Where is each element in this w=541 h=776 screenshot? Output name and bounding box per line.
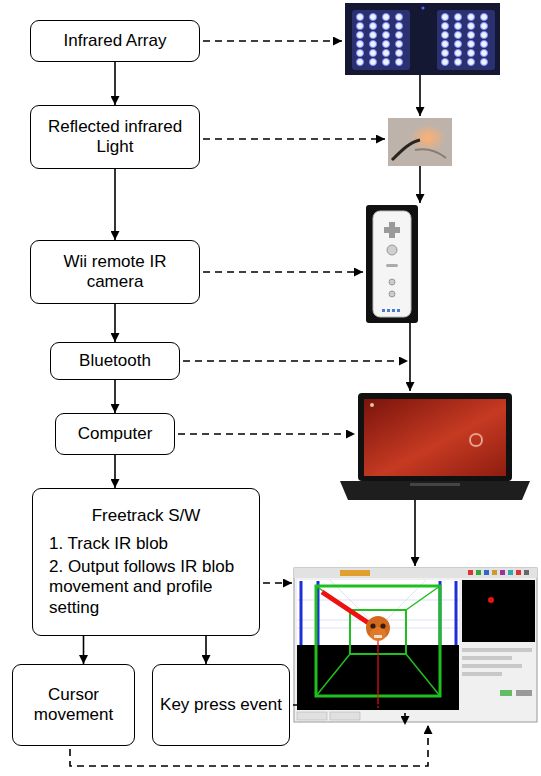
flow-arrow	[114, 455, 116, 488]
process-box: Computer	[55, 413, 175, 455]
process-box: Key press event	[152, 664, 290, 746]
ir-array-photo	[345, 3, 500, 75]
laptop-picture	[340, 393, 530, 500]
box-label: Reflected infrared Light	[37, 117, 193, 158]
list-item: 1. Track IR blob	[39, 534, 253, 554]
reflected-light-photo	[388, 118, 452, 166]
process-box: Wii remote IR camera	[30, 240, 200, 304]
process-box: Cursor movement	[12, 664, 135, 746]
flow-arrow	[114, 380, 116, 413]
flow-arrow	[114, 304, 116, 342]
box-label: Key press event	[159, 695, 283, 715]
box-label: Wii remote IR camera	[37, 252, 193, 293]
flow-arrow	[83, 636, 85, 664]
process-box: Reflected infrared Light	[30, 105, 200, 169]
wii-remote-picture	[366, 205, 418, 323]
box-label: Cursor movement	[19, 685, 128, 726]
process-box: Freetrack S/W 1. Track IR blob 2. Output f…	[32, 488, 260, 636]
list-item: 2. Output follows IR blob movement and p…	[39, 557, 253, 618]
box-label: Bluetooth	[57, 351, 173, 371]
process-box: Bluetooth	[50, 342, 180, 380]
box-heading: Freetrack S/W	[39, 506, 253, 526]
process-box: Infrared Array	[30, 20, 200, 62]
freetrack-screenshot	[294, 568, 537, 722]
flow-arrow	[114, 169, 116, 240]
flow-arrow	[205, 636, 207, 664]
picture-arrows	[410, 75, 420, 566]
box-label: Infrared Array	[37, 31, 193, 51]
flow-arrow	[114, 62, 116, 105]
box-label: Computer	[62, 424, 168, 444]
